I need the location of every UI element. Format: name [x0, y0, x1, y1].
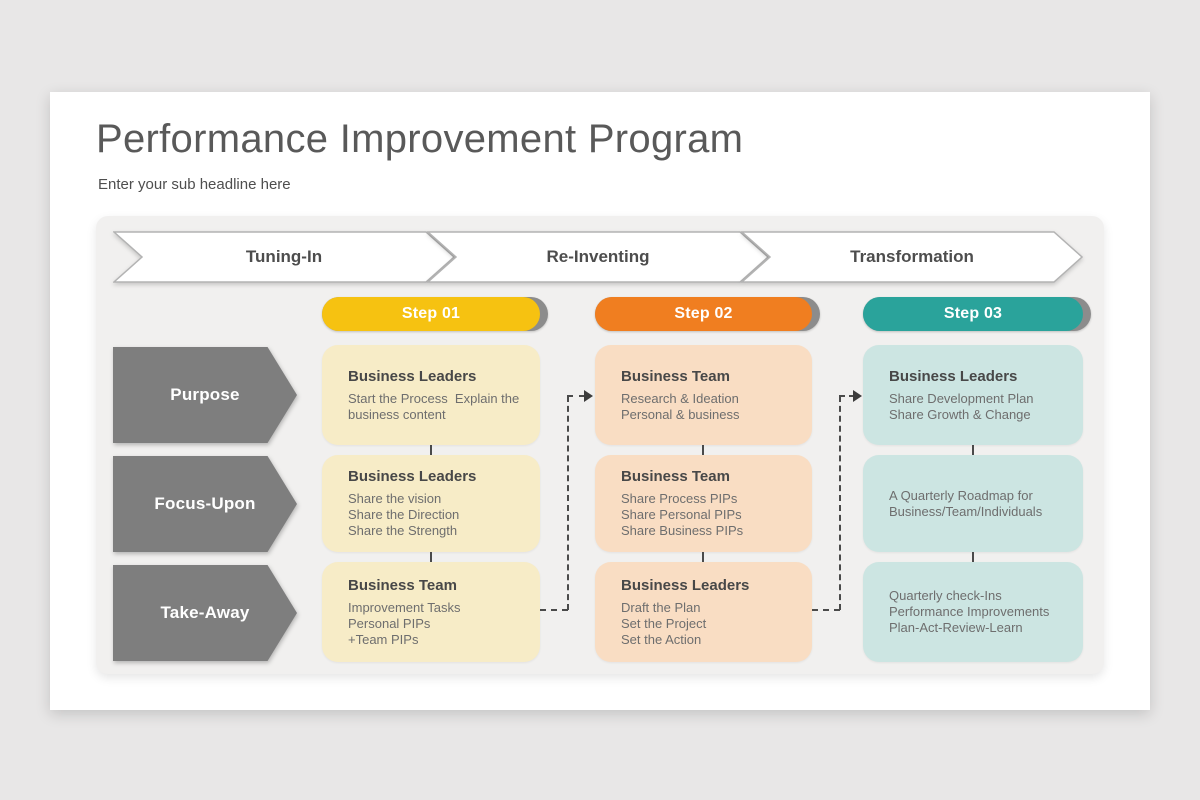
- connector-elbow-1-vertical: [567, 396, 569, 610]
- card-line: Share Process PIPs: [621, 491, 738, 506]
- row-label-take-away: Take-Away: [113, 565, 297, 661]
- connector-dash-col2-a: [702, 445, 704, 455]
- card-line: Quarterly check-Ins: [889, 588, 1002, 603]
- connector-dash-col1-b: [430, 552, 432, 562]
- card-step01-purpose: Business Leaders Start the Process Expla…: [322, 345, 540, 445]
- chevron-banner-shape: [113, 231, 455, 283]
- phase-label: Tuning-In: [245, 247, 323, 266]
- card-step01-take-away: Business Team Improvement Tasks Personal…: [322, 562, 540, 662]
- step-pill-label: Step 03: [863, 297, 1083, 331]
- arrow-right-icon: [584, 390, 593, 402]
- step-pill-label: Step 01: [322, 297, 540, 331]
- card-line: Personal & business: [621, 406, 740, 422]
- step-pill-label: Step 02: [595, 297, 812, 331]
- card-line: Personal PIPs: [348, 615, 431, 631]
- card-title: Business Leaders: [348, 468, 477, 485]
- phase-label: Transformation: [850, 247, 974, 266]
- card-title: Business Team: [621, 468, 730, 485]
- connector-dash-col1-a: [430, 445, 432, 455]
- connector-elbow-1-top: [567, 395, 585, 397]
- card-line: Research & Ideation: [621, 390, 739, 406]
- connector-elbow-2-bottom: [812, 609, 840, 611]
- card-line: Start the Process Explain the: [348, 390, 520, 406]
- card-line: Performance Improvements: [889, 604, 1050, 619]
- card-line: Set the Project: [621, 615, 707, 631]
- card-line: Share Development Plan: [889, 390, 1034, 406]
- chevron-banner-shape: [427, 231, 769, 283]
- card-step03-focus-upon: A Quarterly Roadmap for Business/Team/In…: [863, 455, 1083, 552]
- card-title: Business Leaders: [621, 576, 750, 594]
- card-line: Plan-Act-Review-Learn: [889, 620, 1023, 635]
- card-line: +Team PIPs: [348, 631, 419, 647]
- row-label-focus-upon: Focus-Upon: [113, 456, 297, 552]
- card-line: Improvement Tasks: [348, 599, 461, 615]
- card-line: business content: [348, 406, 446, 422]
- card-line: Share Business PIPs: [621, 523, 744, 538]
- row-label-text: Focus-Upon: [113, 456, 297, 552]
- card-title: Business Leaders: [348, 367, 477, 385]
- card-line: Share the Strength: [348, 523, 458, 538]
- slide: Performance Improvement Program Enter yo…: [50, 92, 1150, 710]
- card-line: Share the vision: [348, 491, 442, 506]
- phase-label: Re-Inventing: [546, 247, 650, 266]
- connector-elbow-2-vertical: [839, 396, 841, 610]
- card-title: Business Leaders: [889, 367, 1018, 385]
- card-line: A Quarterly Roadmap for: [889, 487, 1033, 503]
- card-title: Business Team: [348, 576, 457, 594]
- card-line: Share Growth & Change: [889, 406, 1031, 422]
- row-label-text: Purpose: [113, 347, 297, 443]
- row-label-purpose: Purpose: [113, 347, 297, 443]
- card-title: Business Team: [621, 367, 730, 385]
- card-line: Share Personal PIPs: [621, 507, 742, 522]
- card-line: Draft the Plan: [621, 599, 701, 615]
- step-pill-03: Step 03: [863, 297, 1091, 331]
- chevron-banner-shape: [741, 231, 1083, 283]
- connector-dash-col3-b: [972, 552, 974, 562]
- connector-dash-col2-b: [702, 552, 704, 562]
- page-subtitle: Enter your sub headline here: [98, 176, 291, 193]
- card-line: Set the Action: [621, 631, 702, 647]
- phase-banner-transformation: Transformation: [741, 231, 1083, 283]
- diagram-panel: Tuning-In Re-Inventing Transformation St…: [96, 216, 1104, 674]
- card-step02-purpose: Business Team Research & Ideation Person…: [595, 345, 812, 445]
- card-step03-purpose: Business Leaders Share Development Plan …: [863, 345, 1083, 445]
- connector-elbow-2-top: [839, 395, 855, 397]
- card-step02-take-away: Business Leaders Draft the Plan Set the …: [595, 562, 812, 662]
- card-line: Share the Direction: [348, 507, 460, 522]
- card-step01-focus-upon: Business Leaders Share the vision Share …: [322, 455, 540, 552]
- step-pill-01: Step 01: [322, 297, 548, 331]
- phase-banner-re-inventing: Re-Inventing: [427, 231, 769, 283]
- step-pill-02: Step 02: [595, 297, 820, 331]
- connector-elbow-1-bottom: [540, 609, 568, 611]
- page-title: Performance Improvement Program: [96, 117, 744, 161]
- row-label-text: Take-Away: [113, 565, 297, 661]
- phase-banner-tuning-in: Tuning-In: [113, 231, 455, 283]
- card-line: Business/Team/Individuals: [889, 503, 1043, 519]
- connector-dash-col3-a: [972, 445, 974, 455]
- card-step02-focus-upon: Business Team Share Process PIPs Share P…: [595, 455, 812, 552]
- arrow-right-icon: [853, 390, 862, 402]
- card-step03-take-away: Quarterly check-Ins Performance Improvem…: [863, 562, 1083, 662]
